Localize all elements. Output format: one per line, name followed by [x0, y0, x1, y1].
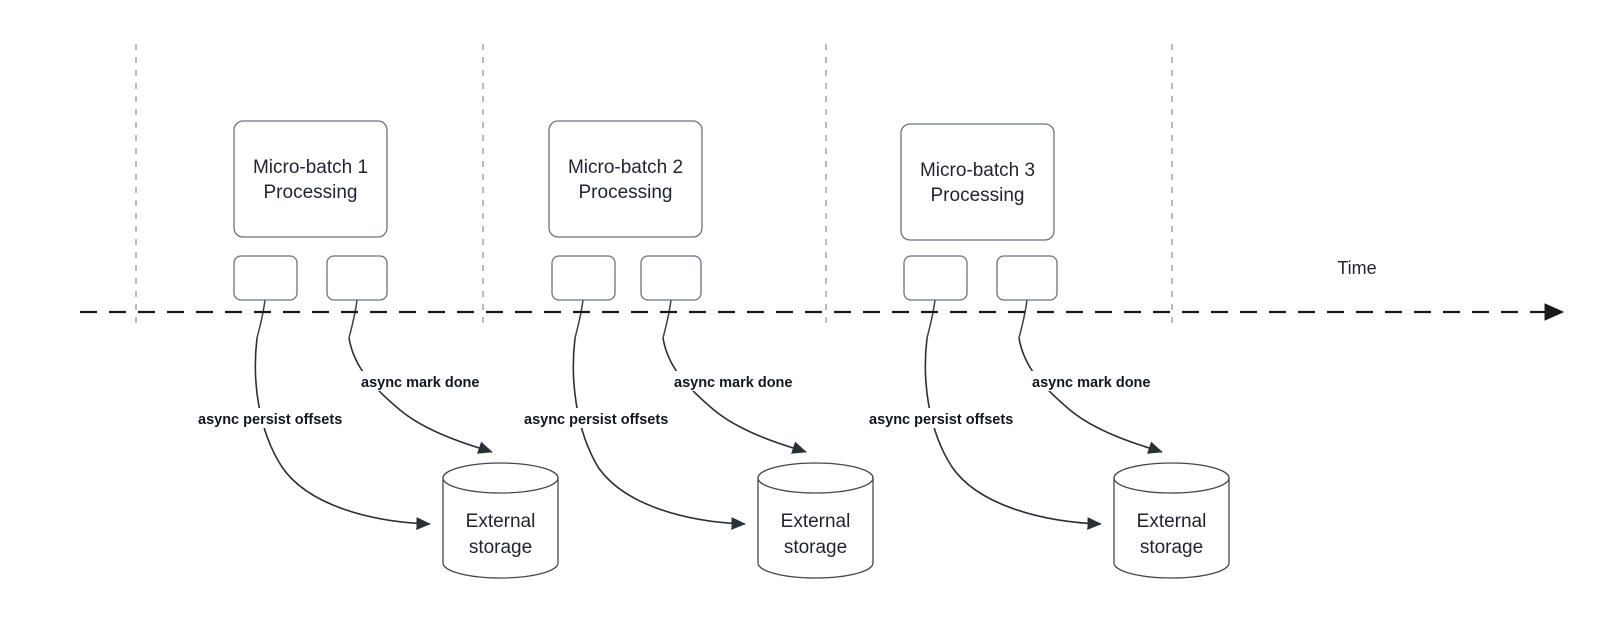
g1-task-box-mark-done[interactable] — [326, 255, 388, 301]
external-storage-3[interactable] — [1113, 462, 1230, 579]
time-axis-label: Time — [1337, 258, 1376, 278]
micro-batch-3-box[interactable] — [900, 123, 1055, 241]
connector-g2-persist — [574, 299, 584, 339]
external-storage-3-label-line2: storage — [1140, 537, 1203, 558]
g3-async-mark-done-label: async mark done — [1032, 375, 1150, 391]
tick-lines — [135, 44, 1173, 325]
g3-task-box-persist[interactable] — [903, 255, 968, 301]
g3-task-box-mark-done[interactable] — [996, 255, 1058, 301]
micro-batch-1-label-line2: Processing — [264, 182, 358, 203]
g1-task-box-persist[interactable] — [233, 255, 298, 301]
g1-async-mark-done-label: async mark done — [361, 375, 479, 391]
external-storage-1[interactable] — [442, 462, 559, 579]
micro-batch-3-label-line1: Micro-batch 3 — [920, 160, 1035, 181]
flow-arrows — [254, 337, 1163, 530]
external-storage-3-label-line1: External — [1137, 511, 1207, 532]
external-storage-1-label-line1: External — [466, 511, 536, 532]
g1-async-persist-offsets-label: async persist offsets — [198, 412, 342, 428]
connector-g2-markdone — [662, 299, 672, 339]
external-storage-1-label-line2: storage — [469, 537, 532, 558]
batch-box-texts: Micro-batch 1 Processing Micro-batch 2 P… — [253, 157, 1035, 206]
micro-batch-1-label-line1: Micro-batch 1 — [253, 157, 368, 178]
arrow-g3-persist-offsets — [924, 337, 1102, 530]
g2-task-box-mark-done[interactable] — [640, 255, 702, 301]
arrow-g3-mark-done — [1018, 337, 1163, 454]
task-connectors — [256, 299, 1028, 339]
external-storage-2-label-line2: storage — [784, 537, 847, 558]
connector-g1-markdone — [348, 299, 358, 339]
external-storage-2[interactable] — [757, 462, 874, 579]
edge-labels: async persist offsets async mark done as… — [194, 371, 1174, 428]
storage-texts: External storage External storage Extern… — [466, 511, 1207, 558]
micro-batch-2-label-line2: Processing — [579, 182, 673, 203]
g2-async-persist-offsets-label: async persist offsets — [524, 412, 668, 428]
storage-cylinders — [442, 462, 1230, 579]
micro-batch-3-label-line2: Processing — [931, 185, 1025, 206]
micro-batch-2-label-line1: Micro-batch 2 — [568, 157, 683, 178]
connector-g3-markdone — [1018, 299, 1028, 339]
g2-async-mark-done-label: async mark done — [674, 375, 792, 391]
micro-batch-1-box[interactable] — [233, 120, 388, 238]
batch-boxes — [233, 120, 1055, 241]
arrow-g2-mark-done — [662, 337, 807, 454]
g2-task-box-persist[interactable] — [551, 255, 616, 301]
connector-g3-persist — [926, 299, 936, 339]
external-storage-2-label-line1: External — [781, 511, 851, 532]
connector-g1-persist — [256, 299, 266, 339]
micro-batch-2-box[interactable] — [548, 120, 703, 238]
arrow-g1-persist-offsets — [254, 337, 431, 530]
arrow-g2-persist-offsets — [572, 337, 746, 530]
arrow-g1-mark-done — [348, 337, 493, 454]
task-boxes — [233, 255, 1058, 301]
g3-async-persist-offsets-label: async persist offsets — [869, 412, 1013, 428]
